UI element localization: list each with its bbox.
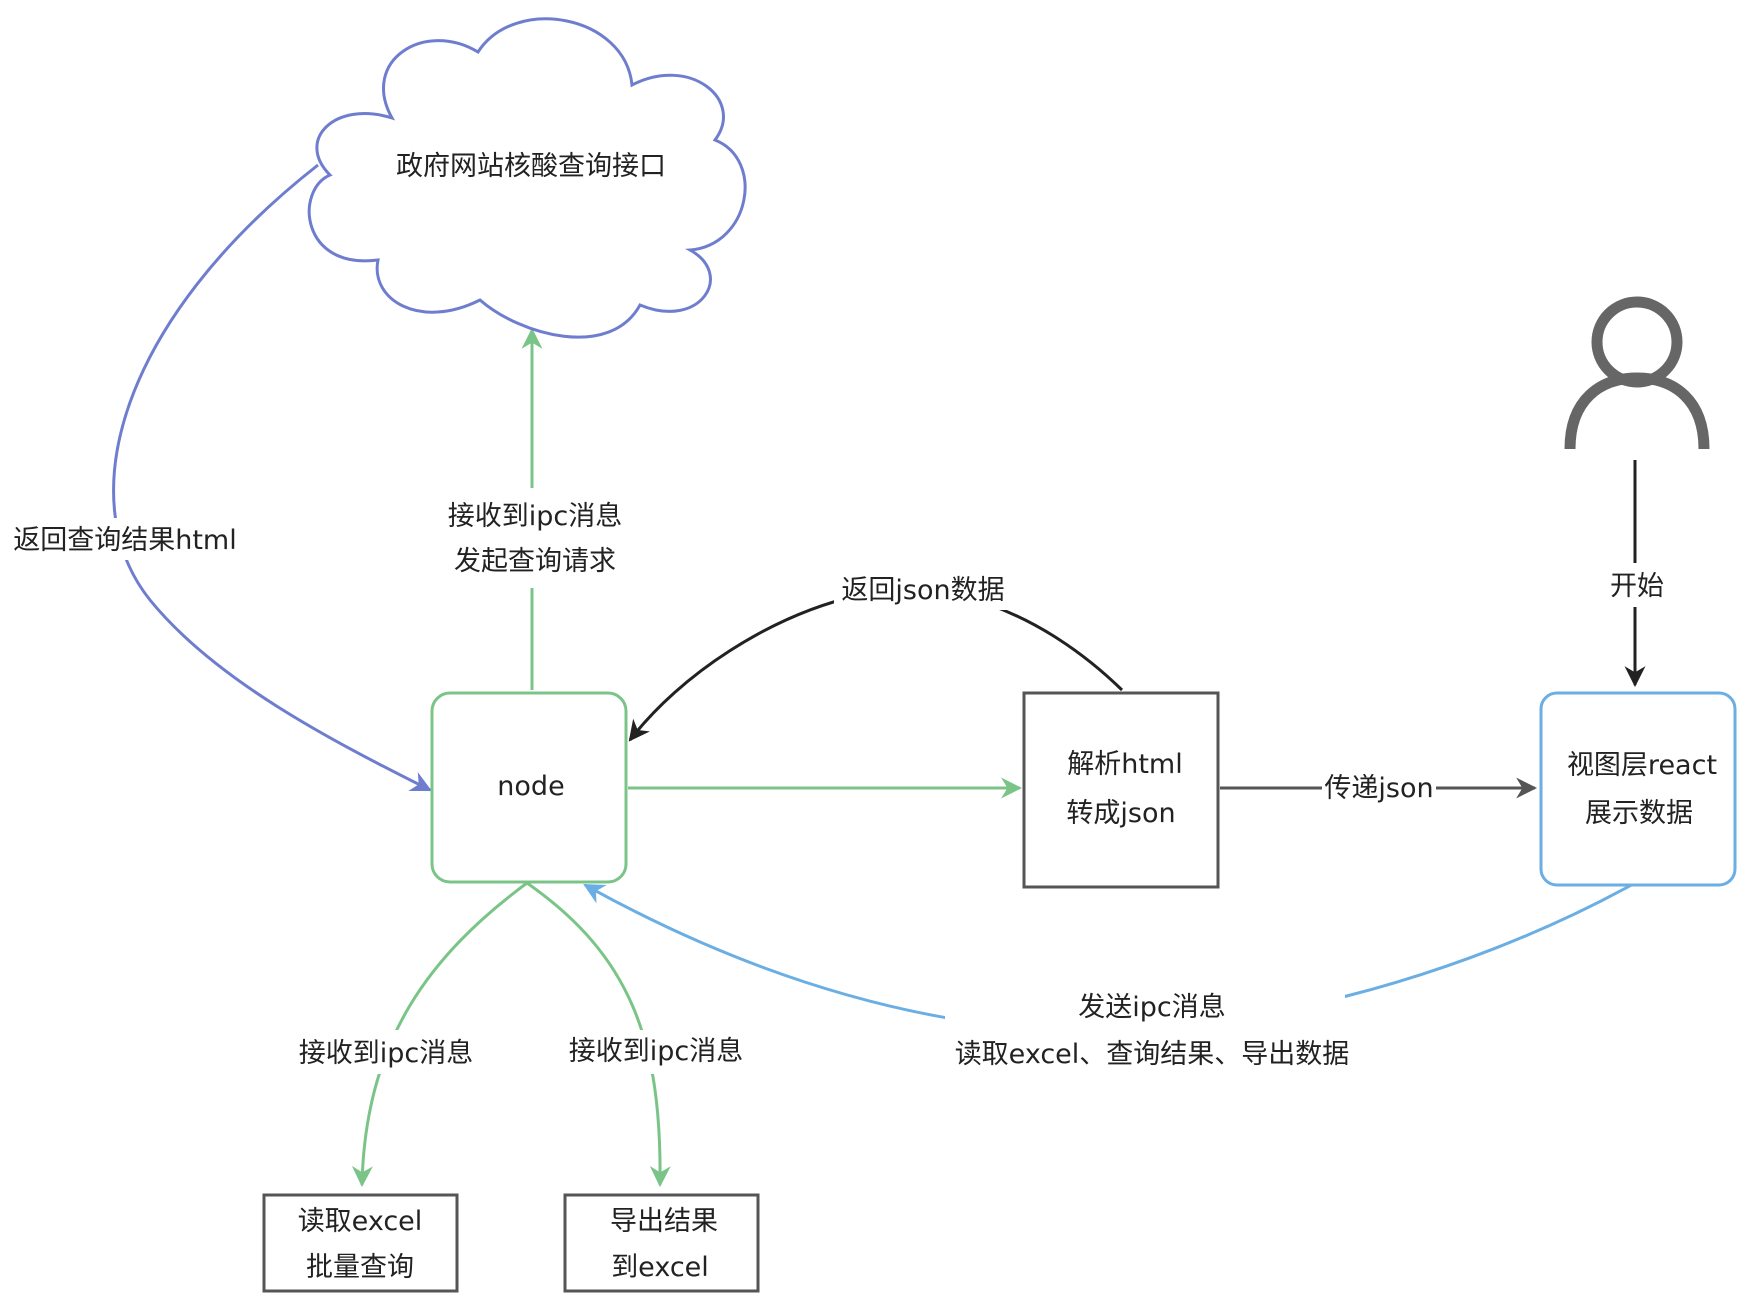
node-label: node [497, 771, 564, 802]
read-excel-box: 读取excel 批量查询 [262, 1193, 459, 1293]
export-line2: 到excel [611, 1252, 709, 1283]
edge-label-return-html: 返回查询结果html [13, 525, 237, 556]
edge-label-bg [558, 1030, 754, 1074]
export-rect [563, 1193, 760, 1293]
edge-label-send-ipc-line2: 读取excel、查询结果、导出数据 [955, 1039, 1350, 1070]
edge-label-bg [1322, 766, 1436, 808]
edge-node-to-read-excel [351, 881, 528, 1188]
edge-label-pass-json: 传递json [1324, 773, 1433, 804]
user-shoulders [1564, 372, 1710, 450]
edge-node-to-export [526, 881, 671, 1188]
edge-label-ipc-query-line2: 发起查询请求 [454, 546, 616, 577]
edge-label-ipc-export: 接收到ipc消息 [569, 1036, 744, 1067]
read-excel-line2: 批量查询 [306, 1252, 414, 1283]
edge-label-ipc-query-line1: 接收到ipc消息 [448, 501, 623, 532]
export-line1: 导出结果 [610, 1206, 718, 1237]
view-label-line1: 视图层react [1567, 750, 1717, 781]
edge-cloud-to-node [112, 163, 432, 792]
view-layer-box: 视图层react 展示数据 [1539, 691, 1737, 887]
read-excel-rect [262, 1193, 459, 1293]
parse-box [1022, 691, 1220, 889]
cloud-gov-api: 政府网站核酸查询接口 [307, 17, 747, 339]
parse-html-box: 解析html 转成json [1022, 691, 1220, 889]
edge-label-ipc-read: 接收到ipc消息 [299, 1038, 474, 1069]
view-box [1539, 691, 1737, 887]
edge-label-bg [288, 1030, 484, 1074]
parse-label-line2: 转成json [1066, 798, 1175, 829]
node-box [430, 691, 628, 884]
edge-label-bg [436, 488, 628, 588]
edge-label-bg [8, 518, 244, 560]
node-process: node [430, 691, 628, 884]
view-label-line2: 展示数据 [1585, 798, 1693, 829]
cloud-icon [307, 17, 747, 339]
edge-label-return-json: 返回json数据 [841, 575, 1004, 606]
cloud-label: 政府网站核酸查询接口 [396, 151, 666, 182]
edge-label-bg [1600, 563, 1670, 607]
edge-label-bg [834, 568, 1012, 610]
edge-label-bg [945, 985, 1345, 1080]
edge-label-send-ipc-line1: 发送ipc消息 [1078, 992, 1226, 1023]
user-head [1591, 296, 1683, 388]
user-icon [1564, 296, 1710, 450]
parse-label-line1: 解析html [1067, 749, 1183, 780]
export-box: 导出结果 到excel [563, 1193, 760, 1293]
edge-label-start: 开始 [1610, 571, 1664, 602]
read-excel-line1: 读取excel [298, 1206, 423, 1237]
